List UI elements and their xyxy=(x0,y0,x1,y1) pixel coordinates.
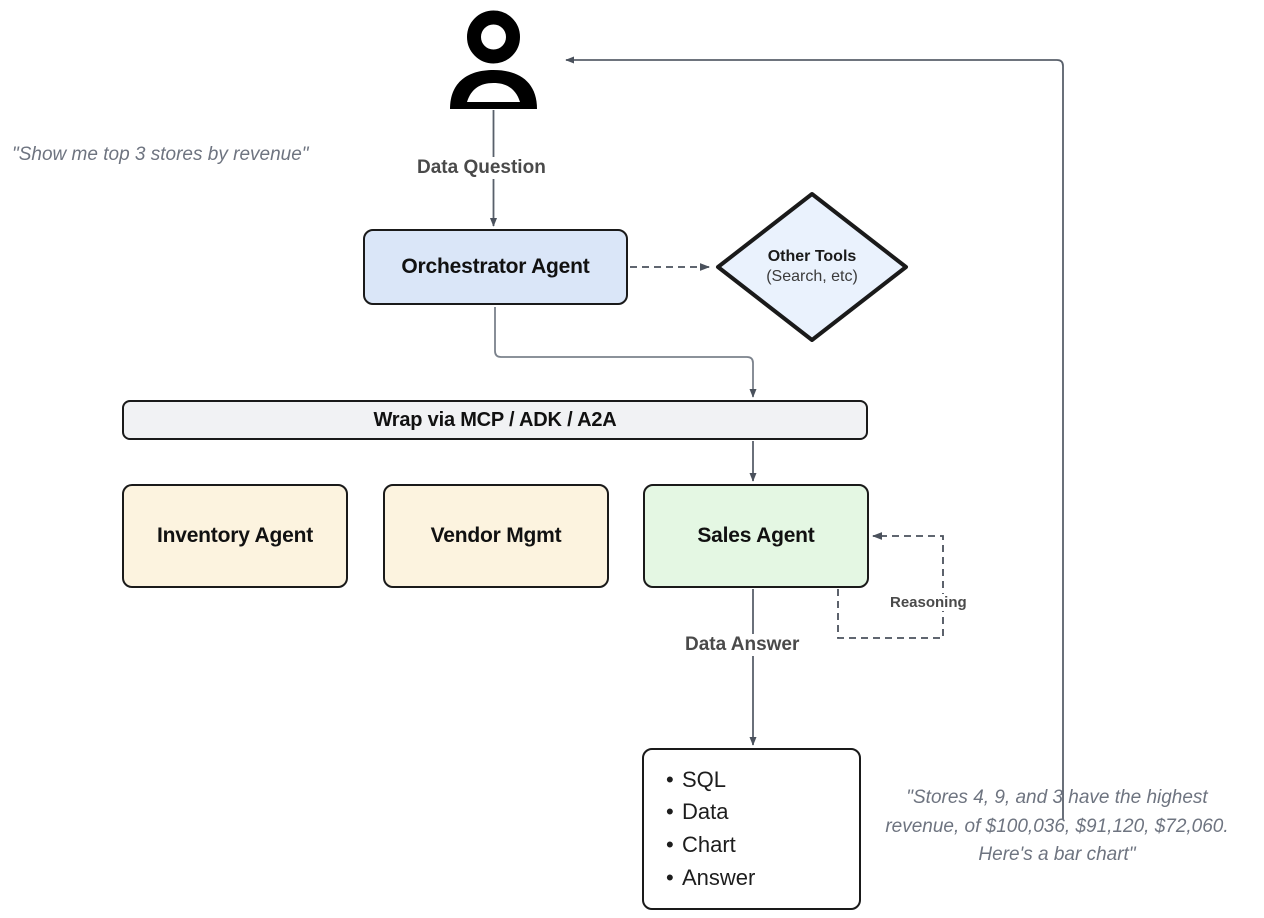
inventory-agent-label: Inventory Agent xyxy=(156,523,314,547)
final-answer-line-1: "Stores 4, 9, and 3 have the highest xyxy=(906,787,1208,808)
final-answer-quote: "Stores 4, 9, and 3 have the highest rev… xyxy=(868,784,1246,870)
edge-orchestrator-to-wrapper xyxy=(494,307,757,398)
other-tools-label: Other Tools xyxy=(767,248,857,266)
vendor-agent-label: Vendor Mgmt xyxy=(430,523,562,547)
final-answer-line-2: revenue, of $100,036, $91,120, $72,060. xyxy=(885,815,1229,837)
output-bullet-sql-label: SQL xyxy=(682,766,727,792)
node-vendor-mgmt-agent[interactable]: Vendor Mgmt xyxy=(383,484,609,588)
node-sales-agent[interactable]: Sales Agent xyxy=(643,484,869,588)
node-wrap-via-mcp-adk-a2a[interactable]: Wrap via MCP / ADK / A2A xyxy=(122,400,868,440)
edge-answer-back-to-user xyxy=(565,56,1064,820)
output-bullet-answer-label: Answer xyxy=(682,864,756,890)
other-tools-sublabel: (Search, etc) xyxy=(766,267,858,285)
bullet-marker: • xyxy=(666,766,674,792)
orchestrator-agent-label: Orchestrator Agent xyxy=(401,254,590,278)
output-bullet-chart-label: Chart xyxy=(682,832,736,857)
edge-label-data-question: Data Question xyxy=(413,157,550,179)
node-orchestrator-agent[interactable]: Orchestrator Agent xyxy=(363,229,628,305)
output-bullet-chart: • Chart xyxy=(666,829,736,862)
sales-agent-label: Sales Agent xyxy=(697,523,815,547)
edge-label-data-answer: Data Answer xyxy=(681,634,804,656)
user-question-quote: "Show me top 3 stores by revenue" xyxy=(12,144,309,165)
output-bullet-sql: • SQL xyxy=(666,764,726,797)
node-other-tools[interactable]: Other Tools (Search, etc) xyxy=(712,188,912,346)
output-bullet-data-label: Data xyxy=(682,799,729,825)
wrapper-label: Wrap via MCP / ADK / A2A xyxy=(373,408,617,431)
edge-label-reasoning: Reasoning xyxy=(886,594,971,611)
output-bullet-answer: • Answer xyxy=(666,862,755,895)
bullet-marker: • xyxy=(666,799,674,825)
output-bullet-data: • Data xyxy=(666,796,728,829)
node-inventory-agent[interactable]: Inventory Agent xyxy=(122,484,348,588)
bullet-marker: • xyxy=(666,832,674,857)
final-answer-line-3: Here's a bar chart" xyxy=(978,844,1136,865)
diamond-shape xyxy=(716,192,908,342)
user-person-icon xyxy=(450,10,537,109)
bullet-marker: • xyxy=(666,864,674,890)
edge-sales-agent-reasoning-loop xyxy=(837,532,944,639)
node-output-artifacts[interactable]: • SQL • Data • Chart • Answer xyxy=(642,748,861,910)
